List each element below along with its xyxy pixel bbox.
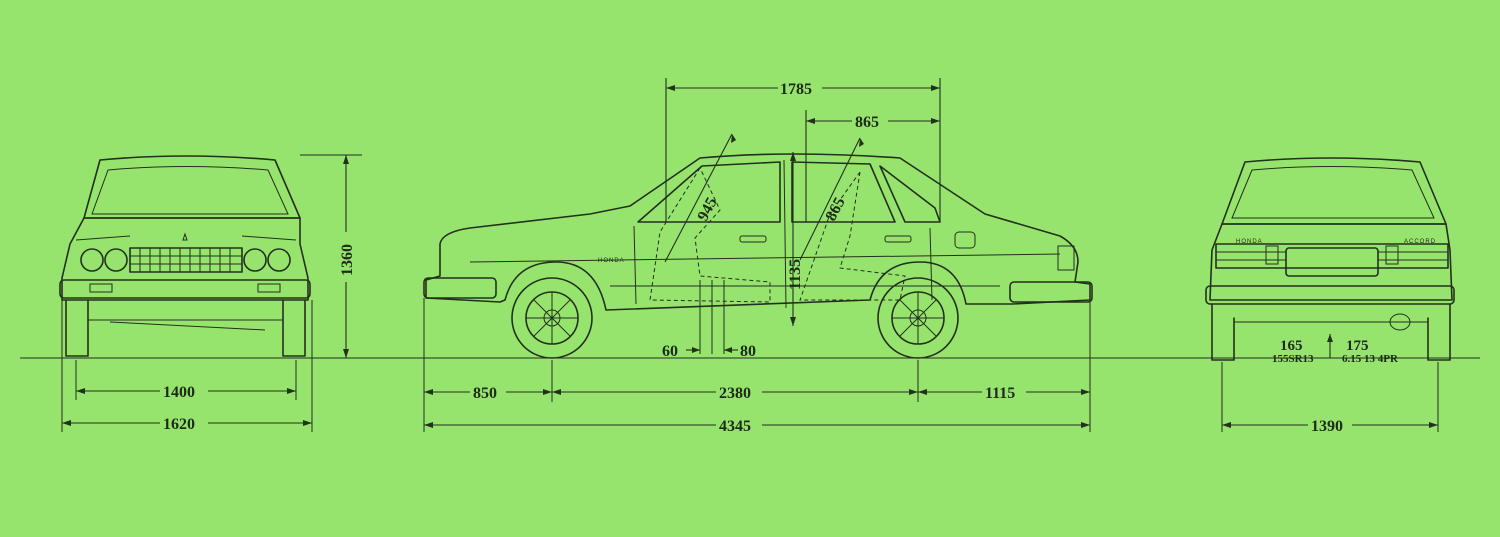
headlight-left-outer xyxy=(80,248,104,272)
rear-view: HONDA ACCORD xyxy=(1205,157,1455,361)
label-seat-front: 60 xyxy=(662,343,678,360)
rear-bumper xyxy=(1205,285,1455,305)
side-rear-window xyxy=(791,161,896,223)
rear-body xyxy=(1209,223,1453,301)
side-quarter-window xyxy=(879,165,941,223)
side-view: HONDA xyxy=(423,78,1093,359)
label-overall-width: 1620 xyxy=(163,416,195,433)
label-interior-length: 1785 xyxy=(780,81,812,98)
rear-maker-badge: HONDA xyxy=(1236,239,1263,245)
label-overall-length: 4345 xyxy=(719,418,751,435)
side-rear-wheel xyxy=(877,277,959,359)
rear-model-badge: ACCORD xyxy=(1404,239,1436,245)
label-tire-left: 155SR13 xyxy=(1272,353,1314,365)
side-badge-text: HONDA xyxy=(598,258,625,264)
label-seat-rear: 80 xyxy=(740,343,756,360)
label-front-overhang: 850 xyxy=(473,385,497,402)
rear-tire-right xyxy=(1427,303,1451,361)
dimension-labels: 1400 1620 1360 1785 865 945 865 1135 60 … xyxy=(160,79,1399,435)
side-front-wheel xyxy=(511,277,593,359)
front-seat-outline xyxy=(649,166,771,303)
label-rear-headroom: 865 xyxy=(823,195,849,224)
side-body xyxy=(425,153,1091,311)
front-tire-left xyxy=(65,299,89,357)
front-view xyxy=(59,155,311,357)
label-rear-span: 865 xyxy=(855,114,879,131)
front-windshield xyxy=(83,155,301,219)
front-bumper xyxy=(59,279,311,299)
front-tire-right xyxy=(282,299,306,357)
rear-seat-outline xyxy=(799,171,906,301)
label-wheelbase: 2380 xyxy=(719,385,751,402)
label-rear-track: 1390 xyxy=(1311,418,1343,435)
label-clearance-right: 175 xyxy=(1346,338,1369,354)
front-grille xyxy=(129,247,243,273)
headlight-right-inner xyxy=(243,248,267,272)
label-rear-overhang: 1115 xyxy=(985,385,1015,402)
rear-lights xyxy=(1215,243,1449,269)
license-plate xyxy=(1285,247,1379,277)
label-tire-right: 6.15 13 4PR xyxy=(1342,353,1399,365)
label-interior-height: 1135 xyxy=(787,259,804,290)
label-front-track: 1400 xyxy=(163,384,195,401)
front-body xyxy=(61,217,309,301)
label-overall-height: 1360 xyxy=(339,244,356,276)
rear-window xyxy=(1221,157,1447,225)
headlight-left-inner xyxy=(104,248,128,272)
side-front-window xyxy=(637,161,781,223)
label-clearance-left: 165 xyxy=(1280,338,1303,354)
headlight-right-outer xyxy=(267,248,291,272)
rear-tire-left xyxy=(1211,303,1235,361)
